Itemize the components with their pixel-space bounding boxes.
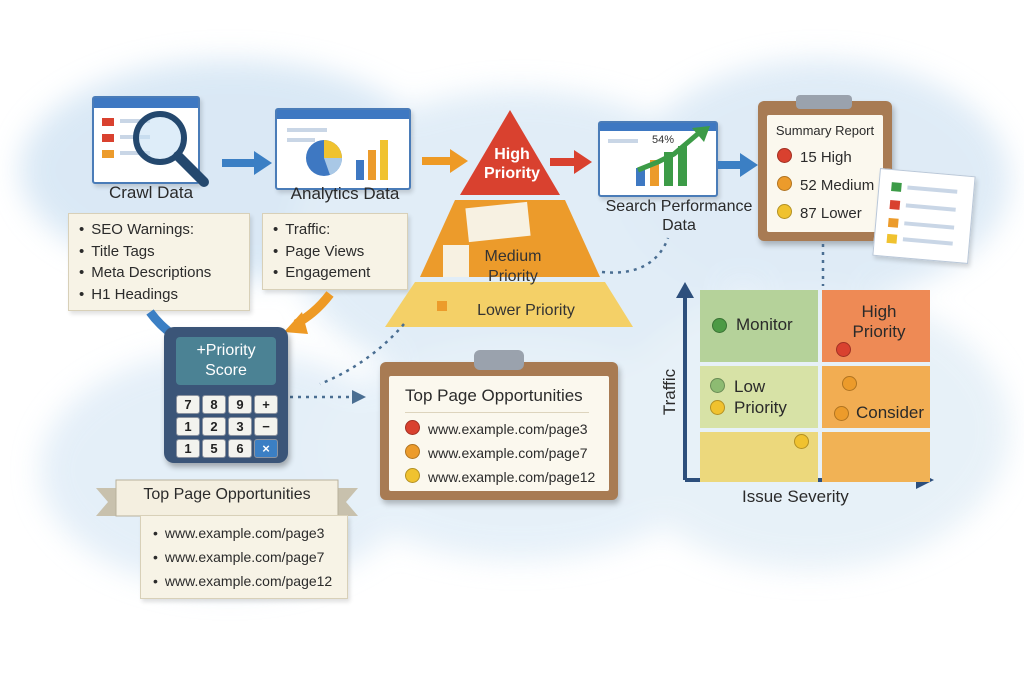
summary-row: 15 High (777, 144, 883, 172)
clipboard-clip (796, 95, 852, 109)
orange-dot-icon (405, 444, 420, 459)
crawl-note-item: H1 Headings (79, 284, 239, 306)
summary-row: 52 Medium (777, 172, 883, 200)
ribbon-banner (96, 479, 358, 517)
analytics-note-item: Engagement (273, 262, 397, 284)
opportunity-item: www.example.com/page12 (405, 465, 609, 489)
yellow-dot-icon (794, 434, 809, 449)
arrow-pyramid-to-search (550, 150, 592, 174)
arrow-crawl-to-analytics (222, 151, 272, 175)
matrix-monitor-label: Monitor (736, 315, 793, 334)
analytics-note-item: Traffic: (273, 219, 397, 241)
calc-key: 7 (176, 395, 200, 414)
arrow-search-to-summary (718, 153, 758, 177)
matrix-cell-bottom-right (822, 432, 930, 482)
crawl-note-item: Meta Descriptions (79, 262, 239, 284)
banner-opportunity-item: www.example.com/page3 (153, 521, 335, 545)
analytics-screen (275, 108, 411, 190)
growth-chart-icon (636, 126, 710, 186)
calc-key: × (254, 439, 278, 458)
crawl-data-label: Crawl Data (108, 183, 194, 202)
matrix-x-axis-label: Issue Severity (742, 487, 849, 506)
opportunity-url: www.example.com/page7 (428, 445, 588, 461)
clipboard-clip (474, 350, 524, 370)
orange-dot-icon (834, 406, 849, 421)
pyramid-high-label: High Priority (483, 146, 540, 182)
priority-score-calculator: +Priority Score 7 8 9 + 1 2 3 − 1 5 6 × (164, 327, 288, 463)
yellow-dot-icon (710, 400, 725, 415)
analytics-notes: Traffic: Page Views Engagement (262, 213, 408, 290)
calc-key: + (254, 395, 278, 414)
calc-key: 2 (202, 417, 226, 436)
red-dot-icon (836, 342, 851, 357)
banner-opportunities-list: www.example.com/page3 www.example.com/pa… (140, 515, 348, 599)
matrix-consider-label: Consider (856, 403, 925, 422)
calc-key: − (254, 417, 278, 436)
calc-key: 1 (176, 417, 200, 436)
summary-row-text: 87 Lower (800, 205, 862, 222)
red-dot-icon (405, 420, 420, 435)
orange-dot-icon (777, 176, 792, 191)
crawl-note-item: Title Tags (79, 241, 239, 263)
magnifier-icon (133, 111, 209, 187)
search-performance-label: Search Performance Data (605, 198, 753, 234)
matrix-low-label: Low Priority (734, 377, 787, 417)
opportunity-url: www.example.com/page3 (428, 421, 588, 437)
banner-opportunity-item: www.example.com/page12 (153, 569, 335, 593)
pie-bar-chart-icon (306, 140, 388, 180)
green-dot-icon (712, 318, 727, 333)
crawl-note-item: SEO Warnings: (79, 219, 239, 241)
analytics-data-label: Analytics Data (290, 184, 400, 203)
priority-pyramid (385, 110, 633, 327)
matrix-high-label: High Priority (852, 302, 906, 341)
opportunity-item: www.example.com/page7 (405, 441, 609, 465)
arrow-analytics-to-pyramid (422, 149, 468, 173)
calc-key: 6 (228, 439, 252, 458)
green-dot-icon (710, 378, 725, 393)
summary-row: 87 Lower (777, 200, 883, 228)
summary-row-text: 52 Medium (800, 177, 875, 194)
priority-matrix: Monitor High Priority Low Priority Consi… (700, 290, 930, 482)
orange-dot-icon (842, 376, 857, 391)
analytics-note-item: Page Views (273, 241, 397, 263)
summary-title: Summary Report (775, 123, 875, 138)
growth-percent: 54% (652, 134, 675, 146)
pyramid-medium-label: Medium Priority (484, 248, 542, 285)
calc-key: 8 (202, 395, 226, 414)
pyramid-lower-label: Lower Priority (477, 302, 575, 319)
opportunities-clipboard-title: Top Page Opportunities (405, 386, 583, 405)
banner-opportunity-item: www.example.com/page7 (153, 545, 335, 569)
matrix-y-axis-label: Traffic (660, 368, 679, 416)
summary-clipboard: Summary Report 15 High 52 Medium 87 Lowe… (758, 95, 892, 241)
opportunities-clipboard: Top Page Opportunities www.example.com/p… (380, 350, 618, 500)
calculator-display: +Priority Score (176, 337, 276, 385)
matrix-cell-low (700, 366, 818, 428)
banner-title: Top Page Opportunities (143, 486, 311, 503)
calc-key: 1 (176, 439, 200, 458)
crawl-notes: SEO Warnings: Title Tags Meta Descriptio… (68, 213, 250, 311)
calc-key: 5 (202, 439, 226, 458)
yellow-dot-icon (405, 468, 420, 483)
summary-row-text: 15 High (800, 149, 852, 166)
opportunity-item: www.example.com/page3 (405, 417, 609, 441)
yellow-dot-icon (777, 204, 792, 219)
calc-key: 3 (228, 417, 252, 436)
calc-key: 9 (228, 395, 252, 414)
opportunity-url: www.example.com/page12 (428, 469, 596, 485)
red-dot-icon (777, 148, 792, 163)
